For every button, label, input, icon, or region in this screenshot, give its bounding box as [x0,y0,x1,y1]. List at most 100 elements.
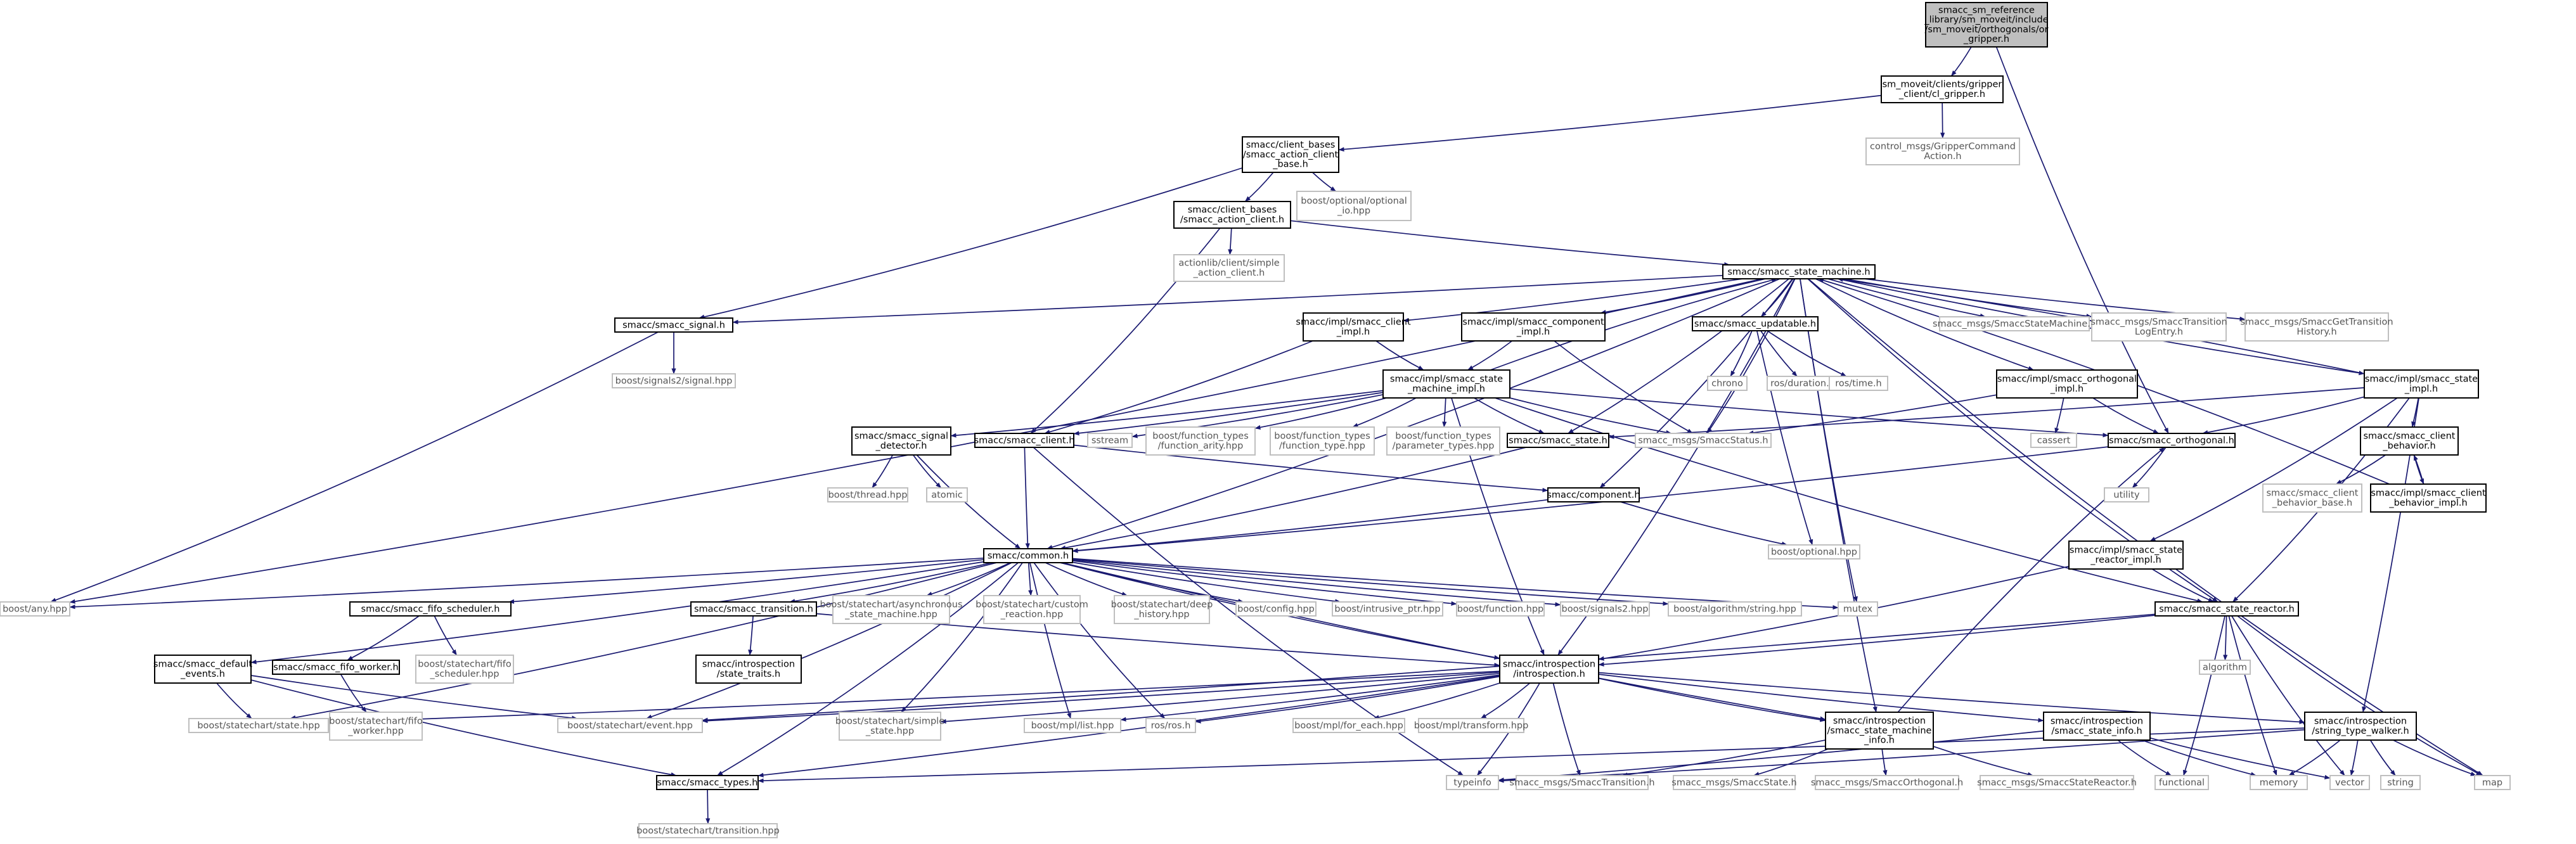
node-reactor_impl[interactable]: smacc/impl/smacc_state_reactor_impl.h [2068,540,2184,570]
node-box [329,712,423,741]
node-boost_any: boost/any.hpp [0,601,70,617]
node-action_client[interactable]: smacc/client_bases/smacc_action_client.h [1173,201,1291,229]
edge-introspection-to-state_info [1598,674,2044,723]
node-label: _events.h [180,669,225,679]
node-component[interactable]: smacc/component.h [1547,487,1640,502]
node-label: _impl.h [2404,384,2438,394]
edge-updatable-to-ros_duration [1760,330,1798,377]
node-cb_impl[interactable]: smacc/impl/smacc_client_behavior_impl.h [2370,483,2487,513]
edge-state_machine-to-smacc_state [1568,278,1789,434]
node-box [1939,316,2090,331]
node-map: map [2474,775,2511,790]
edge-smacc_types-to-sc_transition [705,789,711,824]
node-smacc_client[interactable]: smacc/smacc_client.h [974,433,1075,448]
edge-introspection-to-smacc_types [757,675,1500,777]
node-smacc_signal[interactable]: smacc/smacc_signal.h [614,317,733,333]
edge-state_impl-to-orthogonal [2202,396,2365,435]
node-label: _detector.h [875,441,927,451]
edge-cl_gripper-to-action_client_base [1338,94,1882,152]
node-client_behavior[interactable]: smacc/smacc_client_behavior.h [2360,426,2459,456]
edge-common-to-transition [789,562,993,604]
node-label: Action.h [1924,151,1961,162]
node-cl_gripper[interactable]: sm_moveit/clients/gripper_client/cl_grip… [1881,75,2004,103]
node-state_impl[interactable]: smacc/impl/smacc_state_impl.h [2364,369,2479,399]
edge-orthogonal-to-common [1072,446,2109,553]
node-state_machine[interactable]: smacc/smacc_state_machine.h [1722,264,1876,279]
node-box [1881,75,2004,103]
node-introspection[interactable]: smacc/introspection/introspection.h [1499,655,1599,684]
node-box [851,426,951,456]
node-fifo_scheduler[interactable]: smacc/smacc_fifo_scheduler.h [349,601,512,617]
node-box [1499,655,1599,684]
edge-orth_impl-to-orthogonal [2092,397,2160,434]
edge-state_machine-to-client_impl [1403,278,1743,323]
node-atomic: atomic [926,487,968,502]
node-state_info[interactable]: smacc/introspection/smacc_state_info.h [2043,712,2151,741]
node-component_impl[interactable]: smacc/impl/smacc_component_impl.h [1461,312,1606,342]
node-box [690,601,817,617]
node-sm_impl[interactable]: smacc/impl/smacc_state_machine_impl.h [1382,369,1510,399]
node-label: vector [2335,777,2364,788]
node-label: string [2387,777,2414,788]
node-box [1303,312,1404,342]
node-type_walker[interactable]: smacc/introspection/string_type_walker.h [2304,712,2417,741]
node-box [2030,433,2077,448]
edge-sm_impl-to-fn_type [1352,397,1417,428]
node-state_reactor[interactable]: smacc/smacc_state_reactor.h [2154,601,2299,617]
node-label: smacc/smacc_client.h [974,435,1075,445]
node-state_traits[interactable]: smacc/introspection/state_traits.h [695,655,802,684]
edge-component_impl-to-sm_impl [1467,340,1513,371]
node-label: /state_traits.h [717,669,780,679]
node-signal_detector[interactable]: smacc/smacc_signal_detector.h [851,426,951,456]
node-smacc_state[interactable]: smacc/smacc_state.h [1507,433,1609,448]
edge-sm_impl-to-smacc_client [1073,392,1384,436]
node-client_impl[interactable]: smacc/impl/smacc_client_impl.h [1296,312,1411,342]
edge-fifo_scheduler-to-fifo_sched_hpp [434,615,458,656]
edge-component-to-common [1072,499,1549,553]
node-label: smacc/smacc_transition.h [694,604,813,614]
node-msg_transition: smacc_msgs/SmaccTransition.h [1509,775,1655,790]
node-label: _gripper.h [1963,34,2009,44]
edge-root-to-orthogonal [1995,46,2169,434]
edge-common-to-sc_state [290,562,997,720]
edge-state_info-to-memory [2141,739,2257,777]
node-box [188,718,329,733]
edge-sm_info-to-msg_state [1753,748,1829,776]
node-default_events[interactable]: smacc/smacc_default_events.h [153,655,252,684]
node-transition[interactable]: smacc/smacc_transition.h [690,601,817,617]
node-label: mutex [1843,604,1873,614]
node-simple_state: boost/statechart/simple_state.hpp [835,712,944,741]
node-box [154,655,252,684]
edge-sm_impl-to-fn_param [1442,397,1447,428]
node-box [1173,254,1285,282]
edge-common-to-default_events [250,561,984,665]
node-common[interactable]: smacc/common.h [983,548,1073,563]
node-orth_impl[interactable]: smacc/impl/smacc_orthogonal_impl.h [1996,369,2138,399]
edge-state_machine-to-component [1599,278,1793,489]
edge-component_impl-to-msg_status [1554,340,1693,434]
node-label: _client/cl_gripper.h [1898,89,1985,99]
node-label: smacc_sm_reference [1938,6,2035,16]
node-action_client_base[interactable]: smacc/client_bases/smacc_action_client_b… [1242,136,1339,173]
edge-action_client_base-to-action_client [1244,172,1274,202]
node-label: map [2482,777,2502,788]
node-orthogonal[interactable]: smacc/smacc_orthogonal.h [2108,433,2236,448]
node-intrusive_ptr: boost/intrusive_ptr.hpp [1332,601,1443,617]
node-label: smacc/component.h [1547,490,1640,500]
node-fn_param: boost/function_types/parameter_types.hpp [1386,426,1500,456]
edge-sm_info-to-orthogonal [1897,447,2165,713]
node-label: memory [2260,777,2298,788]
node-updatable[interactable]: smacc/smacc_updatable.h [1692,316,1819,331]
node-smacc_types[interactable]: smacc/smacc_types.h [656,775,759,790]
node-utility: utility [2104,487,2149,502]
node-root[interactable]: smacc_sm_reference_library/sm_moveit/inc… [1924,2,2049,48]
edge-introspection-to-mpl_list [1120,674,1500,722]
node-boost_function: boost/function.hpp [1456,601,1545,617]
node-sm_info[interactable]: smacc/introspection/smacc_state_machine_… [1825,712,1934,750]
node-fifo_worker[interactable]: smacc/smacc_fifo_worker.h [272,660,400,675]
node-box [1456,601,1545,617]
edge-common-to-fifo_scheduler [508,559,984,604]
node-msg_status: smacc_msgs/SmaccStatus.h [1635,433,1772,448]
node-label: smacc/smacc_fifo_scheduler.h [361,604,500,614]
node-label: _behavior.h [2382,441,2435,451]
